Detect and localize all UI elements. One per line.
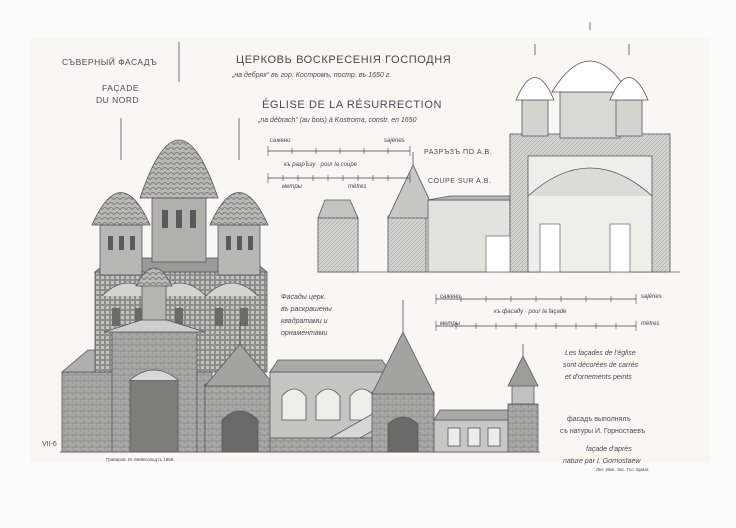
- scale-facade-caption: къ фасаду · pour la façade: [494, 309, 567, 315]
- note-ru-line4: орнаментами: [281, 330, 328, 337]
- section-label-ru: РАЗРЪЗЪ ПО А.В.: [424, 149, 493, 156]
- scale-facade-units-top-right: sajènes: [641, 294, 662, 300]
- credit-fr-line1: façade d'après: [586, 446, 632, 453]
- note-fr-line3: et d'ornements peints: [565, 374, 632, 381]
- note-ru-line2: въ раскрашены: [281, 306, 332, 313]
- scale-facade-units-top-left: сажени: [440, 294, 461, 300]
- note-ru-line3: квадратами и: [281, 318, 328, 325]
- scale-bar-facade: [435, 294, 637, 331]
- subtitle-fr: „na débrach“ (au bois) à Kostroma, const…: [258, 117, 417, 124]
- facade-right-wing: [371, 300, 539, 453]
- note-fr-line2: sont décorées de carrés: [563, 362, 639, 369]
- scale-section-caption: къ разрЪзу · pour la coupe: [284, 162, 358, 168]
- scale-bar-section: [267, 146, 411, 183]
- scale-facade-units-bottom-right: mètres: [641, 321, 660, 327]
- credit-fr-line2: nature par I. Gornostaew: [563, 458, 641, 465]
- note-ru-line1: Фасады церк.: [281, 294, 326, 301]
- section-label-fr: COUPE SUR A.B.: [428, 178, 492, 185]
- scale-section-units-bottom-right: mètres: [348, 184, 367, 190]
- facade-label-ru: СЪВЕРНЫЙ ФАСАДЪ: [62, 57, 158, 67]
- section-drawing: [317, 22, 680, 273]
- scale-facade-units-bottom-left: метры: [440, 321, 461, 327]
- scale-section-units-bottom-left: метры: [282, 184, 303, 190]
- north-facade: [60, 42, 540, 453]
- scale-section-units-top-right: sajènes: [384, 138, 405, 144]
- title-ru: ЦЕРКОВЬ ВОСКРЕСЕНІЯ ГОСПОДНЯ: [236, 54, 452, 66]
- printer-credit: Лит. Имп. Экс. Гос. Бумаг.: [596, 467, 650, 472]
- title-fr: ÉGLISE DE LA RÉSURRECTION: [262, 99, 443, 111]
- facade-label-fr-line1: FAÇADE: [102, 83, 140, 93]
- credit-ru-line1: фасадъ выполнялъ: [567, 416, 631, 423]
- note-fr-line1: Les façades de l'église: [565, 350, 636, 357]
- subtitle-ru: „на дебрях“ въ гор. Костромъ, постр. въ …: [232, 72, 392, 79]
- engraver-credit: Гравиров. М. Мейнгольдтъ 1858.: [106, 457, 175, 462]
- facade-label-fr-line2: DU NORD: [96, 95, 140, 105]
- plate-number: VII-6: [42, 441, 57, 448]
- scale-section-units-top-left: сажени: [270, 138, 291, 144]
- credit-ru-line2: съ натуры И. Горностаевъ: [560, 428, 646, 435]
